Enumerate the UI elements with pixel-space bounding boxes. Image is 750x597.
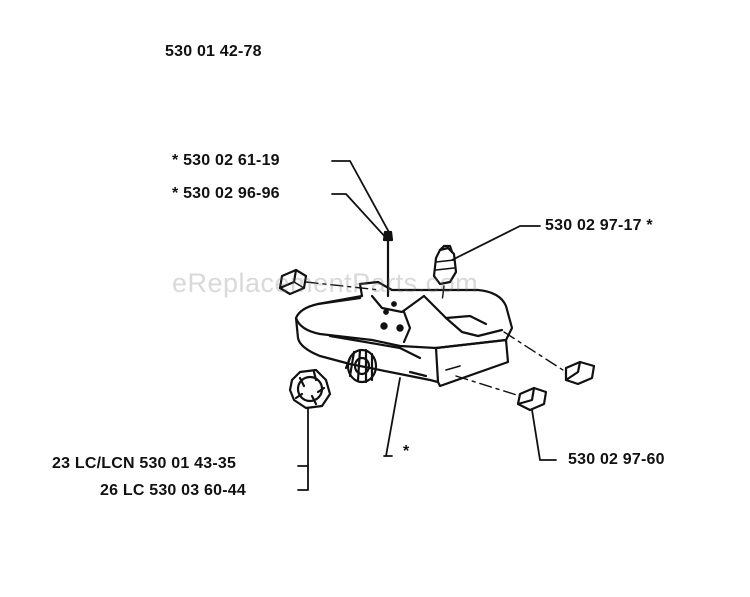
part-label-530-02-97-60: 530 02 97-60 (568, 451, 665, 468)
rubber-buffer-left-illustration (278, 268, 308, 296)
alignment-lines (305, 281, 567, 397)
part-label-23-lc-lcn: 23 LC/LCN 530 01 43-35 (52, 455, 237, 472)
watermark-text: eReplacementParts.com (172, 268, 479, 298)
part-label-530-02-96-96: * 530 02 96-96 (172, 185, 280, 202)
fitting-illustration (432, 244, 458, 286)
asterisk-marker: * (403, 443, 410, 460)
part-label-26-lc: 26 LC 530 03 60-44 (100, 482, 246, 499)
part-label-530-02-97-17: 530 02 97-17 * (545, 217, 653, 234)
filler-neck-illustration (344, 348, 378, 384)
top-part-number-label: 530 01 42-78 (165, 43, 262, 60)
oil-tank-illustration (294, 280, 514, 388)
leader-lines (297, 160, 557, 491)
part-label-530-02-61-19: * 530 02 61-19 (172, 152, 280, 169)
rubber-buffer-lower-illustration (516, 386, 548, 412)
tank-cap-illustration (288, 368, 332, 410)
rubber-buffer-right-illustration (564, 360, 596, 386)
